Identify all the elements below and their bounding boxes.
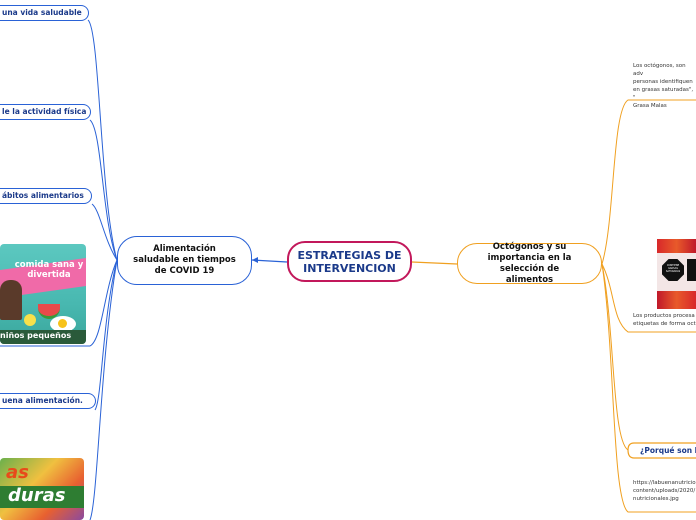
octagon-labels-image[interactable]: CONTIENE GRASAS SATURADAS xyxy=(657,239,696,309)
topic-alimentacion-saludable-label: Alimentación saludable en tiempos de COV… xyxy=(118,244,251,277)
central-topic[interactable]: ESTRATEGIAS DE INTERVENCION xyxy=(287,241,412,282)
connector-left-6 xyxy=(90,260,117,520)
leaf-vida-saludable-label: una vida saludable xyxy=(2,8,82,17)
topic-octogonos-label: Octógonos y su importancia en la selecci… xyxy=(458,242,601,286)
connector-left-2 xyxy=(90,120,117,260)
octagons-intro-note: Los octógonos, son adv personas identifi… xyxy=(633,62,696,110)
lemon-icon xyxy=(24,314,36,326)
leaf-porque-son[interactable]: ¿Porqué son l xyxy=(640,446,696,455)
kids-healthy-food-image[interactable]: comida sana y divertida niños pequeños xyxy=(0,244,86,344)
egg-yolk-icon xyxy=(58,319,67,328)
fruit-strip-top xyxy=(657,239,696,253)
leaf-buena-alimentacion-label: uena alimentación. xyxy=(2,396,83,405)
poster-caption: niños pequeños xyxy=(0,331,71,340)
connector-left-3 xyxy=(92,204,117,260)
child-figure xyxy=(0,280,22,320)
leaf-actividad-fisica-label: le la actividad física xyxy=(2,107,86,116)
leaf-habitos-alimentarios-label: ábitos alimentarios xyxy=(2,191,84,200)
processed-products-note: Los productos procesa etiquetas de forma… xyxy=(633,312,696,328)
connector-left-1 xyxy=(88,20,117,260)
connector-right-3 xyxy=(602,264,628,450)
poster-title: comida sana y divertida xyxy=(14,260,84,280)
topic-octogonos[interactable]: Octógonos y su importancia en la selecci… xyxy=(457,243,602,284)
connector-central-right xyxy=(412,262,457,264)
fruit-strip-bottom xyxy=(657,291,696,309)
central-topic-title: ESTRATEGIAS DE INTERVENCION xyxy=(289,249,410,275)
connector-left-4 xyxy=(90,260,117,346)
octagon-icon-2 xyxy=(687,259,696,281)
arrow-left-icon xyxy=(252,257,258,263)
link-note[interactable]: https://labuenanutricio content/uploads/… xyxy=(633,479,696,503)
octagon-text: CONTIENE GRASAS SATURADAS xyxy=(662,264,684,273)
vegetables-image[interactable]: as duras xyxy=(0,458,84,520)
veggies-text-1: as xyxy=(6,462,29,483)
topic-alimentacion-saludable[interactable]: Alimentación saludable en tiempos de COV… xyxy=(117,236,252,285)
veggies-text-2: duras xyxy=(8,485,65,506)
